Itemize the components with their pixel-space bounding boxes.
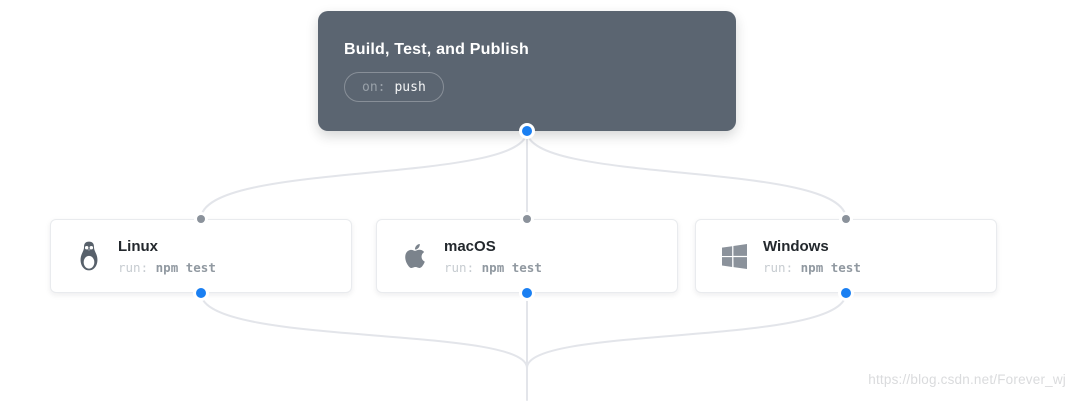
connector-trigger-to-linux — [200, 130, 528, 220]
run-key: run: — [444, 259, 475, 275]
job-card-macos[interactable]: macOS run: npm test — [376, 219, 678, 293]
connector-linux-to-next — [200, 292, 528, 369]
badge-key: on: — [362, 79, 386, 95]
linux-input-dot — [197, 215, 205, 223]
connector-windows-to-next — [526, 292, 847, 369]
run-command: npm test — [800, 259, 861, 275]
windows-icon — [718, 243, 750, 269]
run-key: run: — [763, 259, 794, 275]
watermark-url: https://blog.csdn.net/Forever_wj — [868, 372, 1066, 387]
linux-tux-icon — [73, 241, 105, 271]
run-key: run: — [118, 259, 149, 275]
job-text: Windows run: npm test — [763, 238, 861, 275]
macos-output-dot — [522, 288, 532, 298]
linux-output-dot — [196, 288, 206, 298]
job-title: Linux — [118, 237, 158, 255]
trigger-event-badge: on: push — [344, 72, 444, 102]
job-run-line: run: npm test — [763, 260, 861, 275]
windows-output-dot — [841, 288, 851, 298]
job-text: Linux run: npm test — [118, 238, 216, 275]
windows-input-dot — [842, 215, 850, 223]
trigger-output-dot — [522, 126, 532, 136]
job-text: macOS run: npm test — [444, 238, 542, 275]
job-card-windows[interactable]: Windows run: npm test — [695, 219, 997, 293]
trigger-title: Build, Test, and Publish — [344, 41, 529, 58]
run-command: npm test — [481, 259, 542, 275]
apple-icon — [399, 244, 431, 268]
job-title: Windows — [763, 237, 829, 255]
connector-trigger-to-windows — [526, 130, 847, 220]
job-run-line: run: npm test — [118, 260, 216, 275]
job-card-linux[interactable]: Linux run: npm test — [50, 219, 352, 293]
run-command: npm test — [155, 259, 216, 275]
badge-value: push — [394, 79, 426, 95]
macos-input-dot — [523, 215, 531, 223]
job-run-line: run: npm test — [444, 260, 542, 275]
job-title: macOS — [444, 237, 496, 255]
trigger-card[interactable]: Build, Test, and Publish on: push — [318, 11, 736, 131]
